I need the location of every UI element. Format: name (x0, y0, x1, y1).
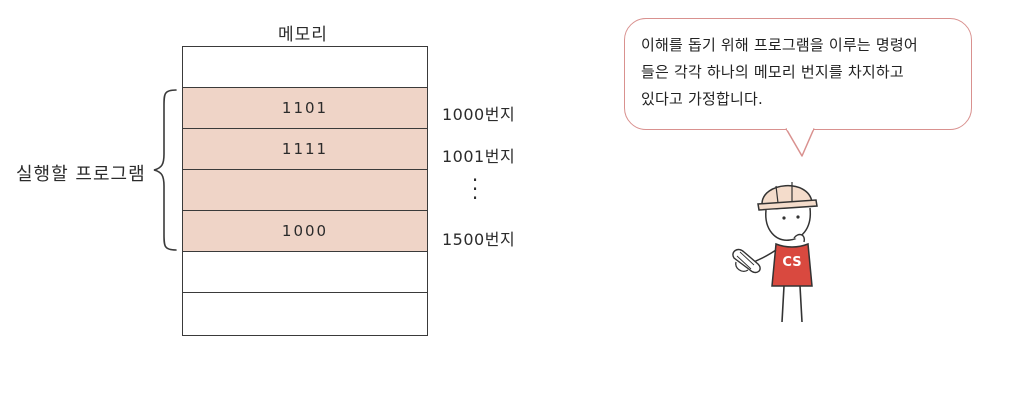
cs-character-illustration: CS (732, 182, 818, 323)
memory-cell-middle (183, 170, 427, 211)
instruction-value: 1111 (281, 140, 329, 158)
instruction-value: 1101 (281, 99, 329, 117)
memory-cell-empty-top (183, 47, 427, 88)
memory-cell-1000: 1101 (183, 88, 427, 129)
address-label-1001: 1001번지 (442, 147, 516, 166)
memory-cell-empty-bottom (183, 293, 427, 335)
address-label-1000: 1000번지 (442, 105, 516, 124)
shirt-logo-text: CS (782, 255, 801, 270)
speech-line: 들은 각각 하나의 메모리 번지를 차지하고 (641, 63, 904, 81)
speech-bubble: 이해를 돕기 위해 프로그램을 이루는 명령어 들은 각각 하나의 메모리 번지… (624, 18, 972, 130)
vertical-ellipsis: ··· (471, 168, 479, 210)
memory-cell-1001: 1111 (183, 129, 427, 170)
speech-bubble-text: 이해를 돕기 위해 프로그램을 이루는 명령어 들은 각각 하나의 메모리 번지… (641, 32, 957, 113)
memory-cell-1500: 1000 (183, 211, 427, 252)
speech-line: 이해를 돕기 위해 프로그램을 이루는 명령어 (641, 36, 918, 54)
program-label: 실행할 프로그램 (16, 164, 146, 185)
curly-brace-icon (153, 89, 177, 251)
memory-block: 1101 1111 1000 (182, 46, 428, 336)
speech-bubble-tail (785, 128, 815, 157)
speech-line: 있다고 가정합니다. (641, 90, 763, 108)
address-label-1500: 1500번지 (442, 230, 516, 249)
instruction-value: 1000 (281, 222, 329, 240)
memory-cell-empty (183, 252, 427, 293)
memory-title: 메모리 (278, 25, 328, 45)
